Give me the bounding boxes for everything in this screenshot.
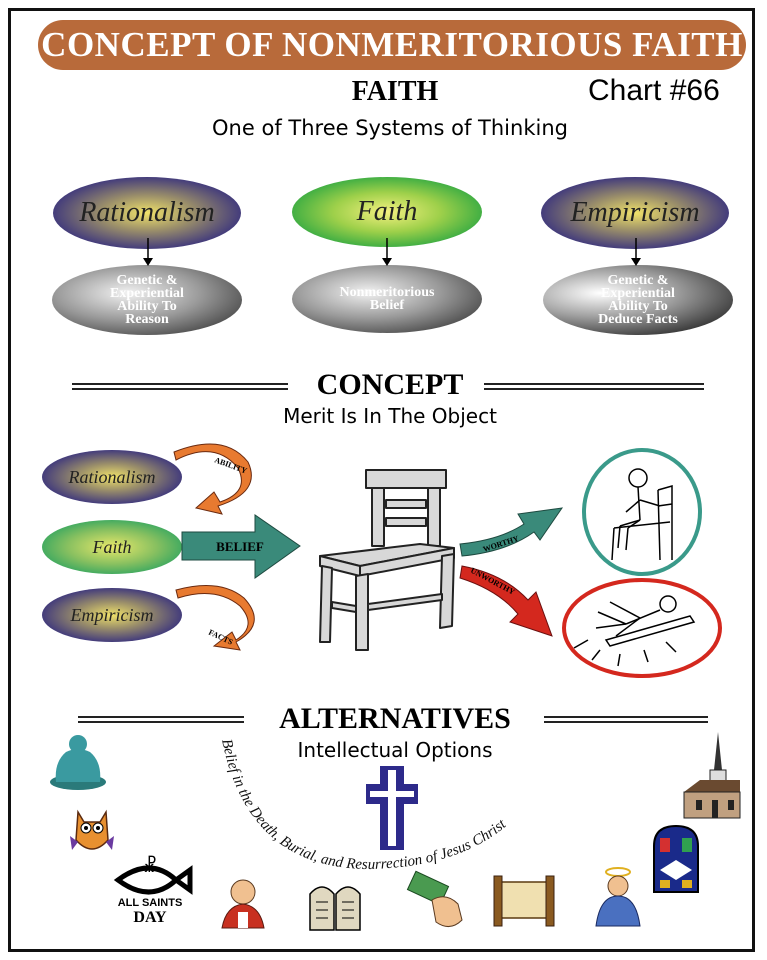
chart-number: Chart #66 xyxy=(588,74,720,107)
worthy-seated-figure-icon xyxy=(582,448,702,576)
buddha-icon xyxy=(50,735,106,790)
pope-icon xyxy=(221,879,265,929)
concept-oval-empiricism: Empiricism xyxy=(42,588,182,642)
unworthy-arrow: UNWORTHY xyxy=(459,565,553,637)
stained-glass-dove-icon xyxy=(653,824,699,893)
day-text: DAY xyxy=(133,909,167,926)
concept-oval-rationalism: Rationalism xyxy=(42,450,182,504)
concept-oval-faith: Faith xyxy=(42,520,182,574)
concept-subtitle: Merit Is In The Object xyxy=(283,404,497,428)
torah-scroll-icon xyxy=(493,875,555,927)
down-arrow-faith xyxy=(382,238,392,266)
worthy-arrow: WORTHY xyxy=(459,507,564,557)
system-desc-oval-rationalism: Genetic & Experiential Ability To Reason xyxy=(52,265,242,335)
down-arrow-empiricism xyxy=(631,238,641,266)
church-icon xyxy=(683,732,741,819)
system-label-empiricism: Empiricism xyxy=(570,197,700,228)
belief-label: BELIEF xyxy=(216,539,264,554)
down-arrow-rationalism xyxy=(143,238,153,266)
ten-commandments-icon xyxy=(309,886,361,931)
unworthy-fallen-figure-icon xyxy=(562,578,722,678)
faith-heading: FAITH xyxy=(351,76,439,107)
money-hand-icon xyxy=(406,870,463,927)
svg-text:☧: ☧ xyxy=(143,855,157,877)
page-border xyxy=(8,8,755,952)
chair-illustration xyxy=(319,469,455,651)
system-desc-rationalism: Genetic & Experiential Ability To Reason xyxy=(110,273,184,327)
owl-icon xyxy=(70,809,114,850)
systems-subtitle: One of Three Systems of Thinking xyxy=(212,116,568,140)
system-oval-faith: Faith xyxy=(292,177,482,247)
alternatives-title: ALTERNATIVES xyxy=(279,702,511,735)
ability-curved-arrow: ABILITY xyxy=(173,443,252,515)
system-oval-rationalism: Rationalism xyxy=(53,177,241,249)
system-oval-empiricism: Empiricism xyxy=(541,177,729,249)
alternatives-divider xyxy=(78,716,708,723)
facts-curved-arrow: FACTS xyxy=(175,585,255,651)
mary-halo-icon xyxy=(595,867,641,927)
system-label-faith: Faith xyxy=(356,196,418,227)
concept-title: CONCEPT xyxy=(316,368,464,401)
all-saints-day-fish-icon: ☧ ALL SAINTS DAY xyxy=(113,855,193,926)
system-desc-faith: Nonmeritorious Belief xyxy=(339,285,435,313)
concept-divider xyxy=(72,383,704,390)
cross-icon xyxy=(366,766,418,850)
arc-text: Belief in the Death, Burial, and Resurre… xyxy=(218,738,510,873)
banner-title: CONCEPT OF NONMERITORIOUS FAITH xyxy=(38,20,746,70)
all-saints-text: ALL SAINTS xyxy=(118,897,183,909)
system-label-rationalism: Rationalism xyxy=(79,197,215,228)
concept-label-empiricism: Empiricism xyxy=(70,604,154,625)
system-desc-oval-empiricism: Genetic & Experiential Ability To Deduce… xyxy=(543,265,733,335)
system-desc-oval-faith: Nonmeritorious Belief xyxy=(292,265,482,333)
belief-arrow: BELIEF xyxy=(181,514,301,579)
alternatives-subtitle: Intellectual Options xyxy=(297,738,493,762)
concept-label-faith: Faith xyxy=(92,536,132,557)
system-desc-empiricism: Genetic & Experiential Ability To Deduce… xyxy=(598,273,678,327)
concept-label-rationalism: Rationalism xyxy=(68,466,156,487)
